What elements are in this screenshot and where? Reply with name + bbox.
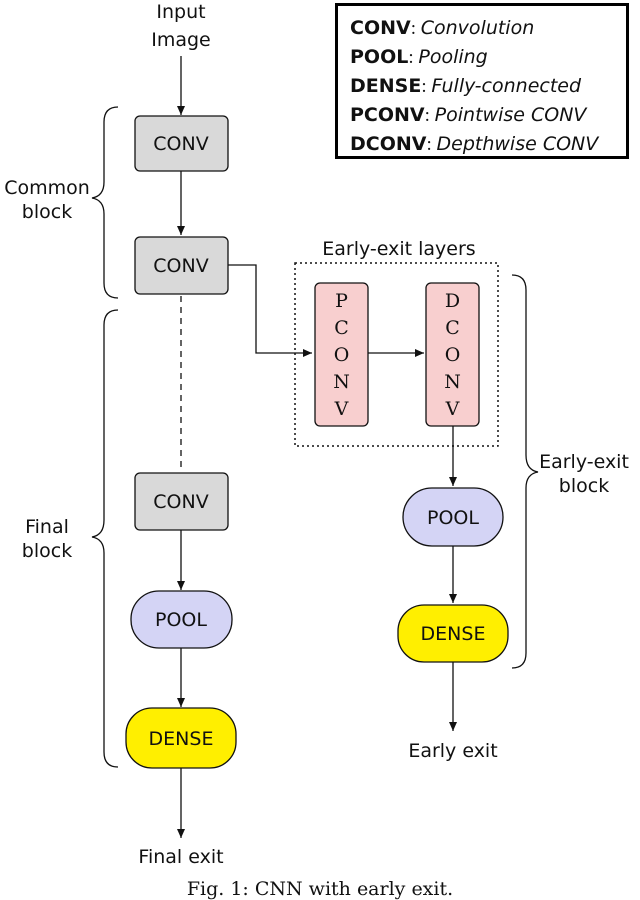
dense-main-label: DENSE (149, 728, 214, 750)
early-exit-layers-frame (294, 262, 499, 447)
legend-row: PCONV: Pointwise CONV (350, 101, 614, 130)
dense-early-label: DENSE (421, 623, 486, 645)
dconv-letter: V (445, 398, 460, 420)
early-exit-block-label-line2: block (559, 475, 609, 497)
pool-main-node (130, 590, 233, 649)
pool-early-label: POOL (427, 507, 479, 529)
legend-separator: : (410, 18, 421, 39)
pconv-letter: V (334, 398, 349, 420)
pconv-letters: PCONV (333, 290, 350, 420)
conv2-label: CONV (153, 255, 208, 277)
legend-value: Fully-connected (431, 75, 582, 97)
legend-key: POOL (350, 46, 409, 68)
legend-separator: : (408, 47, 419, 68)
legend-row: DENSE: Fully-connected (350, 72, 614, 101)
final-exit-label: Final exit (138, 846, 223, 868)
common-block-label-line2: block (22, 201, 72, 223)
common-block-label-line1: Common (4, 177, 90, 199)
final-block-label-line2: block (22, 540, 72, 562)
figure-caption: Fig. 1: CNN with early exit. (186, 878, 454, 900)
legend-separator: : (426, 134, 437, 155)
pconv-node (314, 282, 369, 427)
final-block-brace (91, 309, 119, 768)
early-exit-label: Early exit (408, 740, 497, 762)
legend-key: PCONV (350, 104, 425, 126)
dconv-letter: O (445, 344, 461, 366)
pconv-letter: N (333, 371, 350, 393)
conv3-node (134, 472, 229, 531)
legend-value: Pointwise CONV (434, 104, 587, 126)
pconv-letter: P (335, 290, 348, 312)
common-block-brace (91, 106, 119, 299)
pool-early-node (402, 487, 504, 547)
legend-key: CONV (350, 17, 411, 39)
legend-value: Convolution (420, 17, 535, 39)
dconv-letter: D (445, 290, 460, 312)
pconv-letter: C (334, 317, 349, 339)
input-label-line1: Input (156, 1, 205, 23)
pool-main-label: POOL (155, 609, 207, 631)
dense-early-node (397, 604, 509, 663)
dconv-letter: C (445, 317, 460, 339)
early-exit-layers-label: Early-exit layers (322, 238, 475, 260)
legend-separator: : (424, 105, 435, 126)
legend-separator: : (421, 76, 432, 97)
conv1-node (134, 115, 229, 172)
legend-row: POOL: Pooling (350, 43, 614, 72)
conv3-label: CONV (153, 491, 208, 513)
dconv-letter: N (444, 371, 461, 393)
legend-value: Depthwise CONV (436, 133, 599, 155)
conv1-label: CONV (153, 133, 208, 155)
legend-key: DENSE (350, 75, 422, 97)
legend-value: Pooling (418, 46, 488, 68)
legend-row: CONV: Convolution (350, 14, 614, 43)
final-block-label-line1: Final (25, 516, 69, 538)
legend-row: DCONV: Depthwise CONV (350, 130, 614, 159)
pconv-letter: O (334, 344, 350, 366)
dconv-letters: DCONV (444, 290, 461, 420)
dense-main-node (125, 707, 237, 769)
arrow-conv2-pconv (228, 264, 312, 357)
early-exit-block-label-line1: Early-exit (539, 451, 629, 473)
early-exit-block-brace (511, 274, 539, 669)
legend-key: DCONV (350, 133, 427, 155)
input-label-line2: Image (151, 29, 211, 51)
